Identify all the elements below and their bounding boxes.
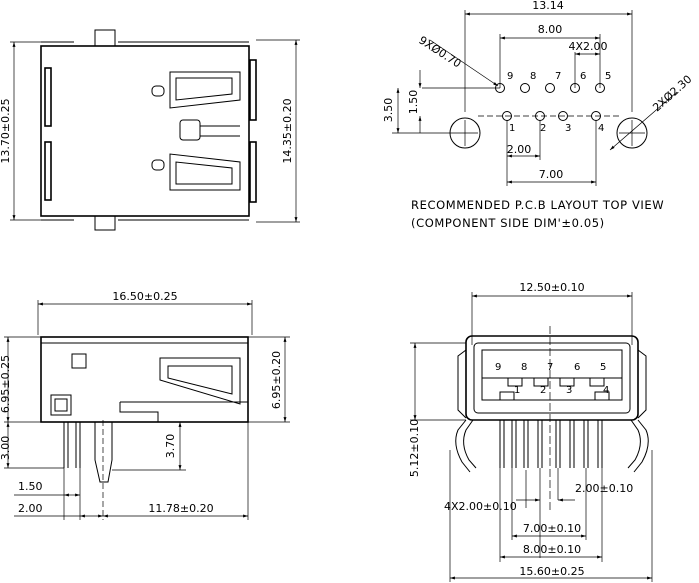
pcb-row-height: 3.50 [382, 98, 395, 123]
side-pin-gap: 1.50 [18, 480, 43, 493]
pcb-mount-hole-left [449, 117, 481, 149]
pcb-hole-spec: 9XØ0.70 [416, 34, 463, 71]
top-view: 13.70±0.25 14.35±0.20 [0, 29, 300, 231]
pcb-pitch-row2: 8.00 [538, 23, 563, 36]
front-view-shell [465, 335, 639, 421]
pcb-note-line2: (COMPONENT SIDE DIM'±0.05) [411, 216, 605, 230]
front-pitch-4x: 4X2.00±0.10 [444, 500, 517, 513]
side-height-left: 6.95±0.25 [0, 355, 12, 413]
top-view-shell [40, 45, 250, 217]
pcb-pitch-span: 7.00 [539, 168, 564, 181]
pcb-total-width: 13.14 [532, 0, 564, 12]
pcb-row-offset: 1.50 [407, 90, 420, 115]
side-length: 16.50±0.25 [112, 290, 177, 303]
side-view: 16.50±0.25 6.95±0.25 6.95±0.20 3.00 [0, 290, 290, 520]
front-span-8: 8.00±0.10 [523, 543, 581, 556]
side-peg-distance: 11.78±0.20 [148, 502, 213, 515]
pcb-mount-hole-right [616, 117, 648, 149]
pcb-mount-spec: 2XØ2.30 [650, 73, 694, 115]
top-view-width-label: 13.70±0.25 [0, 98, 12, 163]
top-view-tab-top [94, 29, 116, 47]
pcb-pin-1: 1 [509, 123, 515, 134]
side-pin-length: 3.00 [0, 436, 12, 461]
front-pin-9: 9 [495, 362, 501, 373]
front-pin-4: 4 [603, 385, 609, 396]
pcb-layout-view: 13.14 8.00 4X2.00 9XØ0.70 9 8 7 6 5 1 2 … [382, 0, 694, 230]
pcb-pin-9: 9 [507, 71, 513, 82]
pcb-note-line1: RECOMMENDED P.C.B LAYOUT TOP VIEW [411, 198, 664, 212]
pcb-pin-6: 6 [580, 71, 586, 82]
front-height: 5.12±0.10 [408, 419, 421, 477]
front-view: 12.50±0.10 9 8 7 6 5 1 2 3 4 [408, 281, 653, 582]
front-pin-7: 7 [547, 362, 553, 373]
front-pin-2: 2 [540, 385, 546, 396]
side-pin-offset: 2.00 [18, 502, 43, 515]
pcb-pitch-4x: 4X2.00 [568, 40, 607, 53]
pcb-pitch-single: 2.00 [507, 143, 532, 156]
top-view-height-label: 14.35±0.20 [281, 98, 294, 163]
pcb-pin-4: 4 [598, 123, 604, 134]
front-pin-3: 3 [566, 385, 572, 396]
pcb-pin-3: 3 [565, 123, 571, 134]
side-height-right: 6.95±0.20 [270, 351, 283, 409]
front-pin-6: 6 [574, 362, 580, 373]
front-pin-5: 5 [600, 362, 606, 373]
pcb-pin-5: 5 [605, 71, 611, 82]
front-opening-width: 12.50±0.10 [519, 281, 584, 294]
side-peg-length: 3.70 [164, 434, 177, 459]
top-view-tab-bottom [94, 215, 116, 231]
front-pin-1: 1 [514, 385, 520, 396]
front-span-7: 7.00±0.10 [523, 522, 581, 535]
front-pin-8: 8 [521, 362, 527, 373]
pcb-pin-8: 8 [530, 71, 536, 82]
side-view-body [40, 336, 249, 423]
pcb-pin-7: 7 [555, 71, 561, 82]
front-pitch-single: 2.00±0.10 [575, 482, 633, 495]
front-overall-width: 15.60±0.25 [519, 565, 584, 578]
pcb-pin-2: 2 [540, 123, 546, 134]
